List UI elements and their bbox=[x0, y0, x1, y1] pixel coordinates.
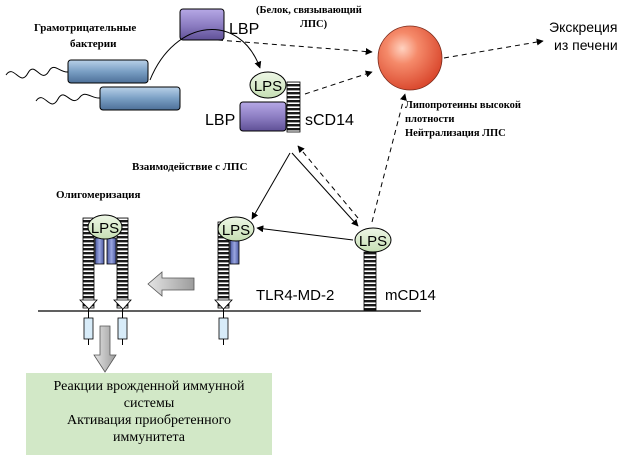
complex-to-mcd14-arrow bbox=[291, 152, 359, 227]
md2-left bbox=[94, 237, 105, 265]
tlr4-dimer-foot-left bbox=[79, 299, 98, 310]
tlr4-dimer-foot-right bbox=[113, 299, 132, 310]
bacterium-body-upper bbox=[67, 59, 149, 84]
tlr4-dimer-tail-right bbox=[117, 317, 128, 340]
bacterium-lower bbox=[35, 86, 181, 111]
outcome-line: системы bbox=[123, 396, 175, 411]
tlr4-md2-receptor: LPS bbox=[214, 216, 255, 345]
lps-label-tlr4: LPS bbox=[222, 222, 250, 239]
tlr4-dimer-tail-left bbox=[83, 317, 94, 340]
lps-molecule-complex bbox=[249, 71, 287, 99]
tlr4-label: TLR4-MD-2 bbox=[256, 287, 334, 304]
outcome-line: Активация приобретенного bbox=[67, 413, 231, 428]
flagellum-upper bbox=[5, 67, 69, 79]
lps-label-mcd14: LPS bbox=[359, 233, 387, 250]
mcd14-to-tlr4-arrow bbox=[256, 225, 354, 241]
mcd14-coil bbox=[363, 251, 377, 311]
tlr4-foot bbox=[214, 299, 233, 310]
bacterium-upper bbox=[5, 59, 149, 84]
bacterium-body-lower bbox=[99, 86, 181, 111]
lps-molecule-tlr4 bbox=[217, 216, 255, 242]
scd14-coil bbox=[286, 81, 301, 133]
lbp-mid-label: LBP bbox=[205, 112, 235, 129]
lbp-protein-top bbox=[179, 8, 225, 41]
lps-label-dimer: LPS bbox=[91, 220, 119, 237]
outcome-line: Реакции врожденной иммунной bbox=[53, 379, 245, 394]
complex-to-hdl-arrow bbox=[304, 70, 373, 95]
lbp-full-name: (Белок, связывающий ЛПС) bbox=[256, 5, 364, 30]
binding-curve-arrow bbox=[149, 29, 262, 81]
lbp-top-label: LBP bbox=[229, 21, 259, 38]
oligomerization-label: Олигомеризация bbox=[56, 189, 141, 201]
bacteria-label: Грамотрицательные бактерии bbox=[34, 22, 139, 50]
lbp-protein-complex bbox=[239, 101, 287, 132]
flagellum-lower bbox=[35, 93, 101, 105]
mcd14-label: mCD14 bbox=[385, 287, 436, 304]
hdl-sphere bbox=[377, 25, 443, 91]
oligomerization-arrow bbox=[147, 271, 195, 297]
lps-molecule-mcd14 bbox=[354, 227, 392, 253]
mcd14-receptor: LPS bbox=[354, 227, 392, 311]
mcd14-to-hdl-arrow bbox=[371, 93, 407, 223]
excretion-label: Экскреция из печени bbox=[549, 19, 621, 53]
interaction-label: Взаимодействие с ЛПС bbox=[132, 161, 247, 173]
lps-label-complex: LPS bbox=[254, 78, 282, 95]
complex-to-tlr4-arrow bbox=[251, 152, 291, 220]
md2-single bbox=[229, 239, 240, 265]
lbp-to-hdl-arrow bbox=[217, 39, 373, 55]
md2-right bbox=[106, 237, 117, 265]
mcd14-to-complex-arrow bbox=[297, 145, 359, 219]
tlr4-tail bbox=[218, 317, 229, 340]
tlr4-dimer: LPS bbox=[79, 214, 132, 345]
scd14-label: sCD14 bbox=[305, 112, 354, 129]
hdl-to-excretion-arrow bbox=[443, 38, 544, 59]
hdl-label: Липопротеины высокой плотности Нейтрализ… bbox=[405, 100, 524, 139]
lps-molecule-dimer bbox=[87, 214, 123, 240]
outcome-line: иммунитета bbox=[112, 430, 186, 445]
immune-response-box: Реакции врожденной иммунной системы Акти… bbox=[26, 373, 272, 455]
signaling-arrow bbox=[93, 325, 117, 373]
